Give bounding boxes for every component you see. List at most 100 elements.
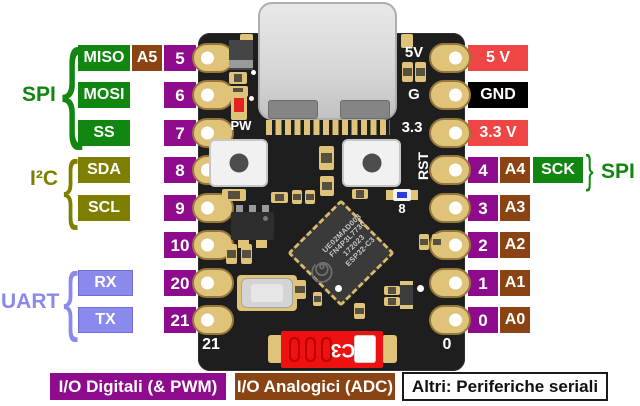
analog-box-a2: A2 (500, 232, 530, 258)
signal-box-rx: RX (78, 270, 133, 296)
pin-box-10: 10 (164, 232, 196, 258)
diode-band (229, 60, 253, 68)
spi-right-brace: } (585, 148, 594, 192)
signal-box-mosi: MOSI (78, 82, 130, 108)
fiducial-dot (417, 285, 424, 292)
usb-solder-tab (340, 100, 390, 119)
silkscreen-3v3-label: 3.3 (401, 118, 423, 136)
analog-box-a0: A0 (500, 307, 530, 333)
pin-box-4: 4 (468, 157, 498, 183)
analog-box-a1: A1 (500, 270, 530, 296)
pin-box-7: 7 (164, 120, 196, 146)
smd-component (226, 244, 237, 264)
fiducial-dot (249, 96, 254, 101)
legend-serial-peripherals: Altri: Periferiche seriali (402, 372, 608, 401)
regulator-pin (262, 205, 269, 213)
silkscreen-8-label: 8 (398, 200, 406, 216)
i2c-brace: { (63, 146, 79, 231)
spi-left-brace: { (61, 28, 84, 151)
pin-box-8: 8 (164, 157, 196, 183)
spi-left-group-label: SPI (22, 83, 56, 106)
through-hole-pad (192, 43, 234, 73)
power-box-3v3: 3.3 V (468, 120, 528, 146)
boot-button (209, 139, 268, 187)
pin-box-21: 21 (164, 307, 196, 333)
antenna-pad (382, 335, 397, 363)
crystal-top (251, 284, 283, 302)
smd-component (229, 72, 247, 84)
regulator-pad (256, 240, 267, 248)
regulator-pad (238, 240, 249, 248)
analog-box-a4: A4 (500, 157, 530, 183)
silkscreen-gnd-label: G (408, 85, 420, 103)
smd-component (352, 189, 368, 199)
pin-box-1: 1 (468, 270, 498, 296)
uart-brace: { (63, 258, 79, 343)
legend-analog-io: I/O Analogici (ADC) (235, 373, 395, 400)
smd-component (384, 286, 400, 295)
through-hole-pad (429, 193, 471, 223)
legend-digital-io: I/O Digitali (& PWM) (50, 373, 226, 400)
analog-box-a3: A3 (500, 195, 530, 221)
pin-box-5: 5 (164, 45, 196, 71)
pin-box-20: 20 (164, 270, 196, 296)
through-hole-pad (192, 268, 234, 298)
smd-component (402, 62, 413, 82)
power-box-5v: 5 V (468, 45, 528, 71)
esp32-c3-chip: UE02MAD008 FN4P3L7730 172023 ESP32-C3 (287, 199, 395, 307)
signal-box-scl: SCL (78, 195, 130, 221)
spi-right-group-label: SPI (601, 160, 635, 183)
pin-box-9: 9 (164, 195, 196, 221)
smd-component (292, 190, 302, 204)
silkscreen-21-label: 21 (202, 336, 220, 353)
through-hole-pad (429, 305, 471, 335)
signal-box-sck: SCK (533, 157, 583, 183)
smd-component (271, 192, 288, 203)
pin-box-2: 2 (468, 232, 498, 258)
pin-box-3: 3 (468, 195, 498, 221)
smd-component (354, 303, 365, 319)
fiducial-dot (335, 285, 342, 292)
pin-box-6: 6 (164, 82, 196, 108)
smd-component (384, 297, 400, 306)
castellation-pad (401, 34, 413, 48)
smd-component (241, 244, 252, 264)
usb-solder-tab (268, 100, 318, 119)
analog-box-a5: A5 (132, 45, 162, 71)
smd-component (320, 176, 334, 196)
through-hole-pad (429, 155, 471, 185)
silkscreen-5v-label: 5V (404, 43, 424, 61)
usb-pin-row (266, 120, 390, 135)
smd-component (294, 280, 306, 299)
silkscreen-pw-label: PW (230, 118, 252, 133)
i2c-group-label: I²C (30, 167, 58, 190)
silkscreen-rst-label: RST (415, 152, 431, 180)
smd-component (432, 234, 442, 250)
smd-component (305, 190, 315, 204)
smd-component (228, 86, 248, 97)
regulator-dot (263, 216, 268, 221)
antenna-meander (321, 337, 332, 362)
through-hole-pad (429, 268, 471, 298)
antenna-meander (305, 337, 316, 362)
smd-component (415, 62, 426, 82)
uart-group-label: UART (1, 290, 60, 313)
led-pad (411, 190, 418, 200)
smd-component (313, 292, 322, 306)
chip-face: UE02MAD008 FN4P3L7730 172023 ESP32-C3 (300, 212, 381, 293)
smd-component (319, 146, 334, 170)
regulator-pin (236, 205, 243, 213)
antenna-pad (268, 335, 283, 363)
antenna-meander (289, 337, 300, 362)
power-box-gnd: GND (468, 82, 528, 108)
through-hole-pad (429, 43, 471, 73)
reset-button (342, 139, 401, 187)
signal-box-ss: SS (78, 120, 130, 146)
silkscreen-0-label: 0 (442, 336, 452, 353)
smd-ic-component (400, 281, 413, 309)
fiducial-dot (251, 70, 256, 75)
signal-box-tx: TX (78, 307, 133, 333)
smd-component (419, 234, 429, 250)
power-led (234, 98, 244, 112)
